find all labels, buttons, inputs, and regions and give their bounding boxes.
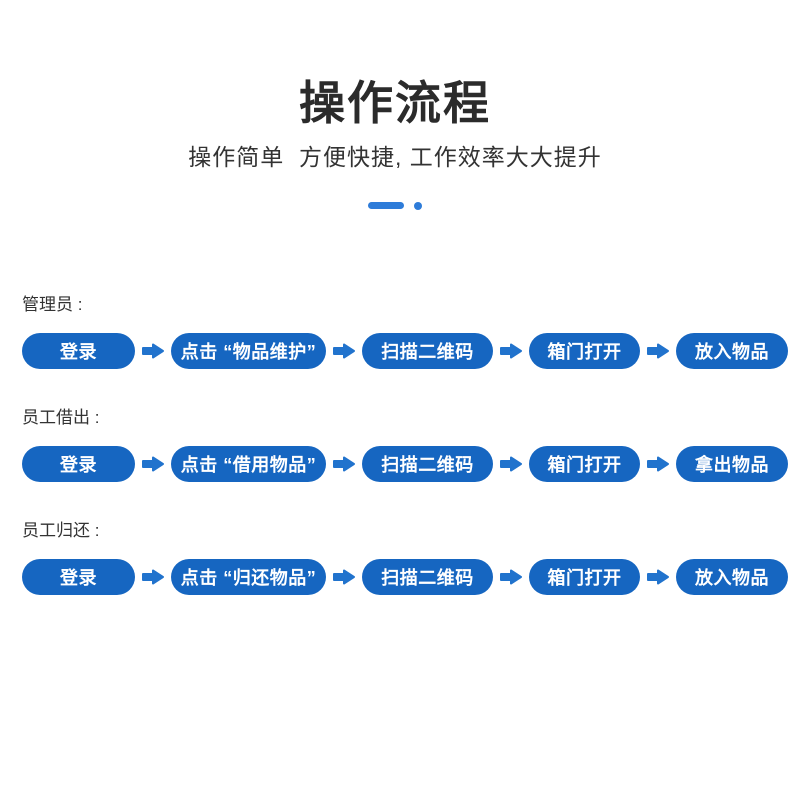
page-subtitle: 操作简单 方便快捷, 工作效率大大提升 [188, 143, 602, 170]
flow-steps: 登录 点击 “借用物品” 扫描二维码 箱门打开 拿出物品 [22, 445, 788, 482]
title-underline-decoration [0, 201, 790, 210]
step-pill-scan-qrcode: 扫描二维码 [362, 332, 493, 369]
step-pill-take-out-item: 拿出物品 [676, 445, 788, 482]
arrow-right-icon [332, 568, 356, 586]
flow-row-label: 员工借出 : [22, 407, 100, 427]
flow-steps: 登录 点击 “归还物品” 扫描二维码 箱门打开 放入物品 [22, 558, 788, 595]
step-pill-login: 登录 [22, 332, 135, 369]
step-pill-login: 登录 [22, 558, 135, 595]
arrow-right-icon [499, 342, 523, 360]
step-pill-click-return-item: 点击 “归还物品” [171, 558, 326, 595]
step-pill-door-open: 箱门打开 [529, 445, 640, 482]
step-pill-scan-qrcode: 扫描二维码 [362, 558, 493, 595]
arrow-right-icon [141, 455, 165, 473]
flow-row-label: 员工归还 : [22, 520, 100, 540]
step-pill-door-open: 箱门打开 [529, 332, 640, 369]
arrow-right-icon [141, 568, 165, 586]
operation-flow-infographic: 操作流程 操作简单 方便快捷, 工作效率大大提升 管理员 : 登录 点击 “物品… [0, 74, 790, 786]
step-pill-click-borrow-item: 点击 “借用物品” [171, 445, 326, 482]
step-pill-login: 登录 [22, 445, 135, 482]
accent-dot-icon [414, 201, 422, 210]
step-pill-scan-qrcode: 扫描二维码 [362, 445, 493, 482]
arrow-right-icon [499, 568, 523, 586]
arrow-right-icon [332, 342, 356, 360]
page-title: 操作流程 [299, 77, 491, 129]
arrow-right-icon [646, 342, 670, 360]
flow-row-admin: 管理员 : 登录 点击 “物品维护” 扫描二维码 箱门打开 放入物品 [0, 294, 790, 369]
flow-steps: 登录 点击 “物品维护” 扫描二维码 箱门打开 放入物品 [22, 332, 788, 369]
arrow-right-icon [332, 455, 356, 473]
flow-section: 管理员 : 登录 点击 “物品维护” 扫描二维码 箱门打开 放入物品 员工借出 … [0, 294, 790, 595]
flow-row-employee-return: 员工归还 : 登录 点击 “归还物品” 扫描二维码 箱门打开 放入物品 [0, 520, 790, 595]
flow-row-employee-borrow: 员工借出 : 登录 点击 “借用物品” 扫描二维码 箱门打开 拿出物品 [0, 407, 790, 482]
accent-bar-icon [368, 202, 404, 210]
arrow-right-icon [646, 455, 670, 473]
flow-row-label: 管理员 : [22, 294, 83, 314]
arrow-right-icon [499, 455, 523, 473]
step-pill-door-open: 箱门打开 [529, 558, 640, 595]
arrow-right-icon [646, 568, 670, 586]
step-pill-put-in-item: 放入物品 [676, 558, 788, 595]
step-pill-click-item-maintain: 点击 “物品维护” [171, 332, 326, 369]
step-pill-put-in-item: 放入物品 [676, 332, 788, 369]
arrow-right-icon [141, 342, 165, 360]
